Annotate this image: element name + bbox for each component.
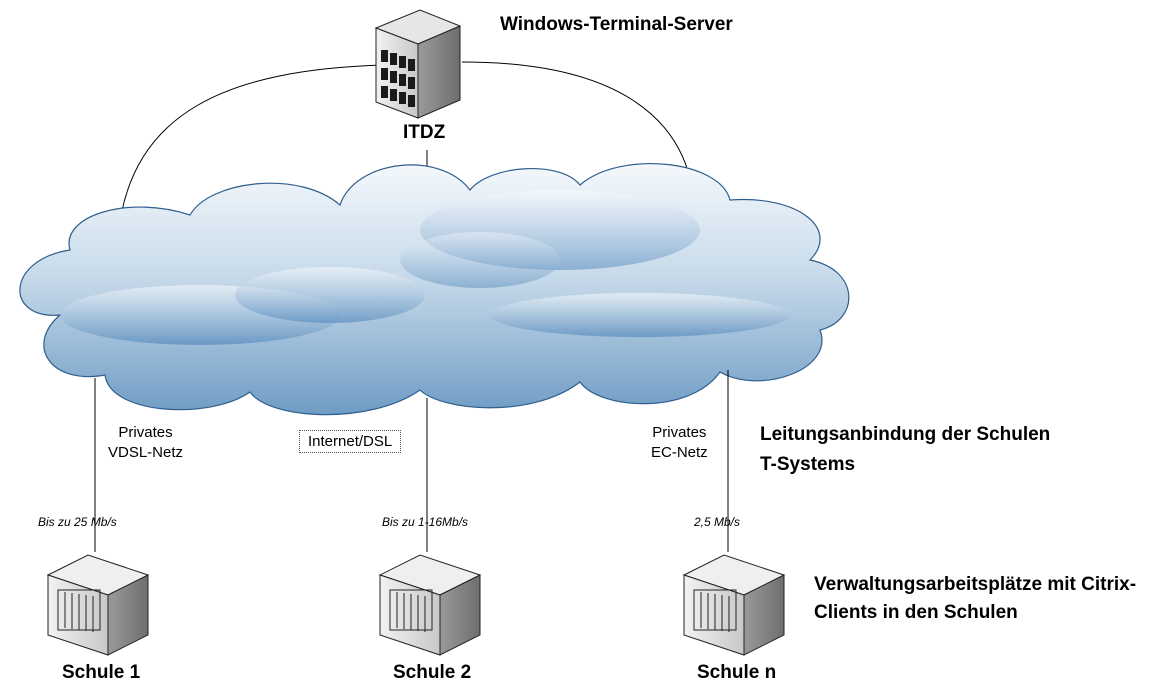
client-icon-schule-n [682, 554, 786, 656]
right-network-line1: Privates [652, 424, 707, 441]
left-network-label: Privates VDSL-Netz [108, 423, 183, 463]
arc-right-connection [461, 61, 693, 189]
speed-schule-2: Bis zu 1-16Mb/s [382, 515, 469, 529]
left-network-line1: Privates [118, 424, 173, 441]
server-icon [374, 9, 462, 119]
right-network-label: Privates EC-Netz [651, 423, 708, 463]
school-label-n: Schule n [697, 662, 777, 683]
server-title: Windows-Terminal-Server [500, 14, 733, 35]
middle-network-label: Internet/DSL [299, 430, 402, 453]
speed-schule-1: Bis zu 25 Mb/s [38, 515, 117, 529]
network-annotation-line1: Leitungsanbindung der Schulen [760, 424, 1051, 445]
clients-annotation-line1: Verwaltungsarbeitsplätze mit Citrix- [814, 574, 1137, 595]
server-label: ITDZ [403, 122, 446, 143]
arc-left-connection [117, 64, 384, 238]
network-cloud [19, 163, 850, 416]
speed-schule-n: 2,5 Mb/s [694, 515, 741, 529]
client-icon-schule-1 [46, 554, 150, 656]
left-network-line2: VDSL-Netz [108, 444, 184, 461]
right-network-line2: EC-Netz [651, 444, 708, 461]
school-label-2: Schule 2 [393, 662, 472, 683]
client-icon-schule-2 [378, 554, 482, 656]
school-label-1: Schule 1 [62, 662, 141, 683]
clients-annotation-line2: Clients in den Schulen [814, 602, 1018, 623]
network-annotation-line2: T-Systems [760, 454, 856, 475]
